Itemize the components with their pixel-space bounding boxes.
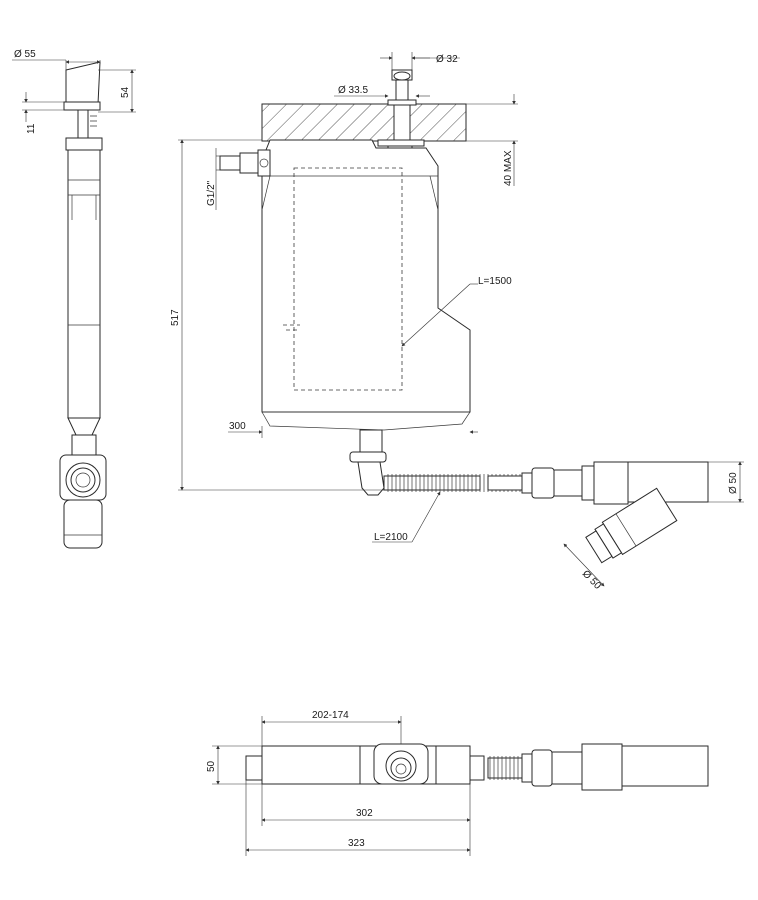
plan-inlet	[245, 755, 263, 781]
dim-spacing: 202-174	[312, 710, 349, 721]
dim-width-total: 323	[348, 838, 365, 849]
side-body	[67, 149, 101, 419]
plan-outlet-pipe	[621, 745, 709, 787]
plan-view: 202-174 50 302 323	[206, 710, 709, 856]
dim-hose-top: L=1500	[478, 276, 512, 287]
dim-ceiling-max: 40 MAX	[503, 150, 514, 186]
dim-top-tube: Ø 32	[436, 54, 458, 65]
water-inlet	[219, 155, 241, 171]
side-view: Ø 55 54 11	[12, 49, 136, 549]
dim-bottom-offset: 300	[229, 421, 246, 432]
plan-coupling	[581, 743, 623, 791]
tank-body	[261, 139, 471, 413]
side-trap	[59, 454, 107, 501]
dim-offset: 11	[26, 123, 37, 134]
dim-cap-diameter: Ø 55	[14, 49, 36, 60]
side-outlet	[71, 434, 97, 456]
front-view: Ø 32 Ø 33.5 40 MAX G1/2" 517 L=1500	[170, 52, 744, 592]
dim-branch: Ø 50	[580, 568, 603, 592]
dim-cap-height: 54	[120, 86, 131, 98]
dim-flange: Ø 33.5	[338, 85, 368, 96]
side-dims: Ø 55 54 11	[12, 49, 136, 134]
side-cap	[65, 61, 101, 105]
coupling	[531, 467, 555, 499]
dim-outlet: Ø 50	[728, 472, 739, 494]
dim-hose-bottom: L=2100	[374, 532, 408, 543]
plan-tank-right	[435, 745, 471, 785]
ceiling-section	[261, 103, 467, 142]
side-cap-flange	[63, 101, 101, 111]
outlet-pipe	[593, 461, 629, 505]
outlet-pipe-end	[627, 461, 709, 503]
dim-width-inner: 302	[356, 808, 373, 819]
plan-tank-left	[261, 745, 361, 785]
inner-reservoir	[293, 167, 403, 391]
side-top-block	[65, 137, 103, 151]
flange	[377, 139, 425, 147]
plan-dims: 202-174 50 302 323	[206, 710, 471, 856]
tank-outlet	[359, 429, 383, 453]
dim-inlet-thread: G1/2"	[206, 180, 217, 206]
plan-hose	[487, 757, 523, 779]
dim-height: 517	[170, 309, 181, 326]
side-lower-pipe	[63, 499, 103, 549]
dim-depth: 50	[206, 760, 217, 772]
